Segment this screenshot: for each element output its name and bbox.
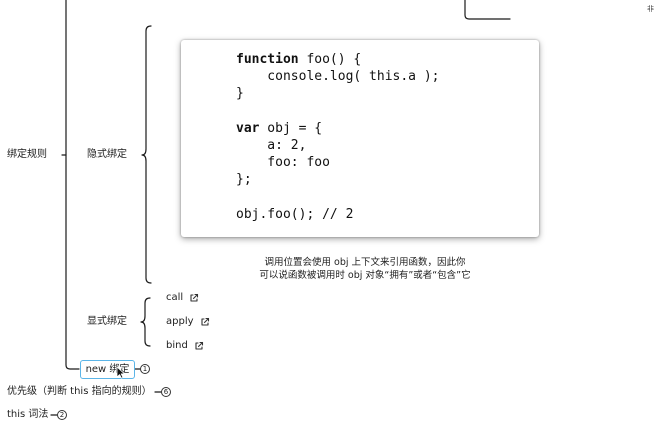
collapsed-count-badge[interactable]: 1 bbox=[140, 364, 150, 374]
code-line: console.log( this.a ); bbox=[236, 68, 539, 85]
code-line: }; bbox=[236, 171, 539, 188]
code-text: console.log( this.a ); bbox=[236, 69, 440, 85]
note-line: 可以说函数被调用时 obj 对象“拥有”或者“包含”它 bbox=[259, 269, 471, 281]
code-text: obj = { bbox=[259, 120, 323, 136]
code-text: foo: foo bbox=[236, 155, 330, 171]
clipped-node-text: 非 bbox=[647, 5, 654, 13]
apply-label: apply bbox=[166, 316, 194, 327]
code-text: }; bbox=[236, 172, 252, 188]
explicit-binding-label[interactable]: 显式绑定 bbox=[87, 316, 127, 327]
code-line: var obj = { bbox=[236, 120, 539, 137]
implicit-binding-label[interactable]: 隐式绑定 bbox=[87, 149, 127, 160]
collapsed-count-badge[interactable]: 2 bbox=[57, 410, 67, 420]
apply-link[interactable]: apply bbox=[166, 316, 210, 328]
bind-link[interactable]: bind bbox=[166, 340, 204, 352]
code-example-image: function foo() { console.log( this.a );}… bbox=[181, 40, 539, 237]
code-keyword: var bbox=[236, 120, 260, 136]
mouse-pointer-icon bbox=[116, 366, 125, 379]
code-line: function foo() { bbox=[236, 51, 539, 68]
collapsed-count-badge[interactable]: 6 bbox=[161, 387, 171, 397]
code-text: foo() { bbox=[298, 52, 362, 67]
call-link[interactable]: call bbox=[166, 292, 199, 304]
call-label: call bbox=[166, 292, 184, 303]
code-line bbox=[236, 103, 539, 120]
code-line bbox=[236, 189, 539, 206]
implicit-binding-note: 调用位置会使用 obj 上下文来引用函数，因此你 可以说函数被调用时 obj 对… bbox=[241, 257, 489, 282]
external-link-icon[interactable] bbox=[194, 341, 204, 351]
implicit-brace bbox=[141, 25, 152, 284]
code-block: function foo() { console.log( this.a );}… bbox=[236, 51, 539, 223]
top-right-bracket bbox=[464, 0, 511, 20]
code-keyword: function bbox=[236, 52, 299, 67]
code-text: a: 2, bbox=[236, 137, 307, 153]
code-line: foo: foo bbox=[236, 154, 539, 171]
code-text: } bbox=[236, 86, 244, 102]
code-line: a: 2, bbox=[236, 137, 539, 154]
bind-label: bind bbox=[166, 340, 188, 351]
root-label[interactable]: 绑定规则 bbox=[7, 149, 47, 160]
root-bracket bbox=[65, 0, 80, 370]
new-binding-node[interactable]: new 绑定 bbox=[80, 360, 135, 379]
note-line: 调用位置会使用 obj 上下文来引用函数，因此你 bbox=[264, 257, 466, 268]
code-line: } bbox=[236, 85, 539, 102]
this-lexical-label[interactable]: this 词法 bbox=[7, 409, 49, 420]
external-link-icon[interactable] bbox=[200, 317, 210, 327]
code-line: obj.foo(); // 2 bbox=[236, 206, 539, 223]
priority-label[interactable]: 优先级（判断 this 指向的规则） bbox=[7, 386, 152, 397]
explicit-brace bbox=[140, 297, 151, 347]
external-link-icon[interactable] bbox=[189, 293, 199, 303]
code-text: obj.foo(); // 2 bbox=[236, 206, 354, 222]
